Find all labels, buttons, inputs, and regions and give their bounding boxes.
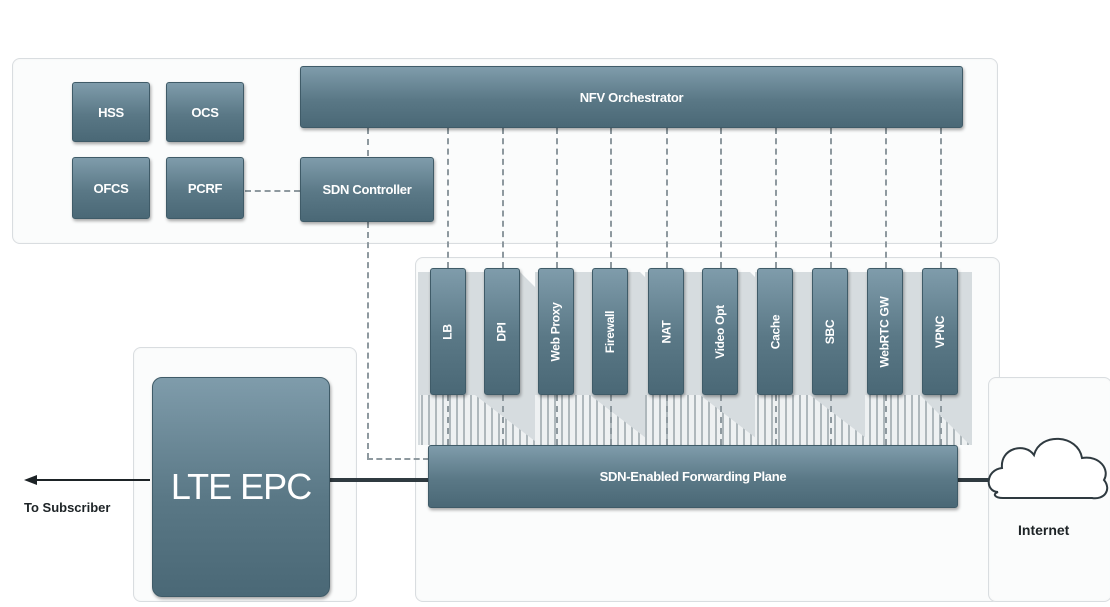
- lte-epc-box[interactable]: LTE EPC: [152, 377, 330, 597]
- vnf-hatch-5: [865, 395, 970, 445]
- plane-dash-2: [502, 395, 504, 445]
- orch-dash-10: [940, 128, 942, 268]
- orch-dash-5: [666, 128, 668, 268]
- vnf-hatch-2: [535, 395, 655, 445]
- vnf-lb[interactable]: LB: [430, 268, 466, 395]
- vnf-dpi[interactable]: DPI: [484, 268, 520, 395]
- plane-dash-1: [447, 395, 449, 445]
- plane-dash-5: [666, 395, 668, 445]
- plane-dash-10: [940, 395, 942, 445]
- plane-dash-4: [610, 395, 612, 445]
- vnf-hatch-4: [755, 395, 875, 445]
- vnf-web-proxy[interactable]: Web Proxy: [538, 268, 574, 395]
- plane-dash-3: [556, 395, 558, 445]
- to-subscriber-label: To Subscriber: [24, 500, 111, 515]
- vnf-sbc[interactable]: SBC: [812, 268, 848, 395]
- vnf-video-opt[interactable]: Video Opt: [702, 268, 738, 395]
- ocs-box[interactable]: OCS: [166, 82, 244, 142]
- vnf-hatch-1: [420, 395, 540, 445]
- plane-dash-9: [885, 395, 887, 445]
- vnf-webrtc-gw[interactable]: WebRTC GW: [867, 268, 903, 395]
- sdn-forwarding-plane-box[interactable]: SDN-Enabled Forwarding Plane: [428, 445, 958, 508]
- plane-dash-6: [720, 395, 722, 445]
- orch-dash-2: [502, 128, 504, 268]
- sdn-to-forwarding-vertical: [367, 222, 369, 459]
- orch-dash-9: [885, 128, 887, 268]
- sdn-controller-box[interactable]: SDN Controller: [300, 157, 434, 222]
- vnf-cache[interactable]: Cache: [757, 268, 793, 395]
- vnf-firewall[interactable]: Firewall: [592, 268, 628, 395]
- internet-label: Internet: [1018, 522, 1070, 538]
- epc-to-plane-link: [330, 478, 430, 482]
- plane-to-internet-link: [957, 478, 993, 482]
- nfv-orchestrator-box[interactable]: NFV Orchestrator: [300, 66, 963, 128]
- orch-dash-4: [610, 128, 612, 268]
- vnf-nat[interactable]: NAT: [648, 268, 684, 395]
- plane-dash-8: [830, 395, 832, 445]
- orch-dash-1: [447, 128, 449, 268]
- orch-dash-3: [556, 128, 558, 268]
- pcrf-box[interactable]: PCRF: [166, 157, 244, 219]
- vnf-hatch-3: [645, 395, 765, 445]
- orch-dash-8: [830, 128, 832, 268]
- plane-dash-7: [775, 395, 777, 445]
- vnf-vpnc[interactable]: VPNC: [922, 268, 958, 395]
- orch-dash-7: [775, 128, 777, 268]
- sdn-down-link: [367, 128, 369, 156]
- ofcs-box[interactable]: OFCS: [72, 157, 150, 219]
- orch-dash-6: [720, 128, 722, 268]
- pcrf-sdn-link: [245, 190, 300, 192]
- hss-box[interactable]: HSS: [72, 82, 150, 142]
- sdn-to-forwarding-horizontal: [367, 458, 429, 460]
